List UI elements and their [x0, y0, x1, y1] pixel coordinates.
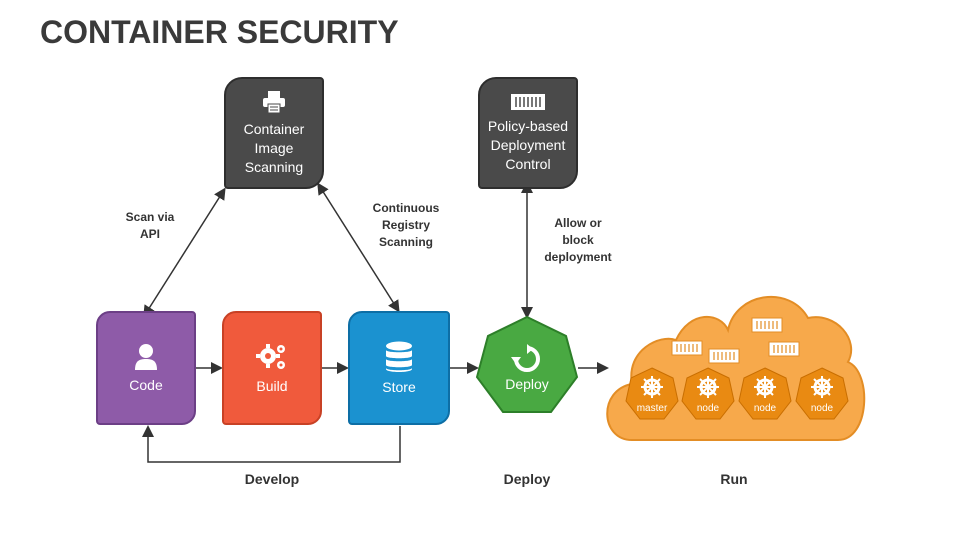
- policy-label-line: Control: [505, 155, 551, 172]
- refresh-icon: [511, 344, 540, 372]
- cloud-node-label: node: [696, 403, 720, 414]
- scanning-label-line: Image: [254, 139, 294, 156]
- policy-label-line: Policy-based: [487, 117, 569, 134]
- note-line: deployment: [544, 250, 612, 264]
- cloud-node-label: node: [753, 403, 777, 414]
- code-label: Code: [129, 377, 163, 393]
- continuous-registry-scanning-note: Continuous Registry Scanning: [360, 200, 452, 251]
- container-image-scanning-box: Container Image Scanning: [224, 77, 324, 189]
- note-line: Scan via: [125, 210, 175, 224]
- note-line: Continuous: [372, 201, 440, 215]
- allow-or-block-note: Allow or block deployment: [536, 215, 620, 266]
- build-box: Build: [222, 311, 322, 425]
- printer-scanner-icon: [263, 90, 285, 113]
- phase-deploy-label: Deploy: [503, 471, 551, 487]
- container-barcode-icon: [511, 93, 545, 110]
- deploy-label: Deploy: [505, 376, 549, 392]
- phase-run-label: Run: [720, 471, 748, 487]
- code-box: Code: [96, 311, 196, 425]
- policy-label-line: Deployment: [490, 136, 566, 153]
- note-line: Registry: [381, 218, 431, 232]
- gears-icon: [256, 344, 285, 369]
- user-icon: [135, 344, 157, 370]
- note-line: Allow or: [554, 216, 602, 230]
- phase-develop-label: Develop: [244, 471, 300, 487]
- policy-deployment-control-box: Policy-based Deployment Control: [478, 77, 578, 189]
- build-label: Build: [256, 378, 288, 394]
- scan-via-api-note: Scan via API: [110, 209, 190, 243]
- cloud-nodes: [625, 367, 849, 420]
- note-line: API: [139, 227, 160, 241]
- note-line: block: [562, 233, 594, 247]
- cloud-node-master-label: master: [636, 403, 668, 414]
- store-box: Store: [348, 311, 450, 425]
- database-icon: [386, 341, 412, 372]
- deploy-box: Deploy: [477, 330, 577, 406]
- cloud-node-label: node: [810, 403, 834, 414]
- scanning-label-line: Scanning: [244, 158, 304, 175]
- container-stacks: [671, 317, 800, 364]
- scanning-label-line: Container: [243, 120, 305, 137]
- store-label: Store: [382, 379, 416, 395]
- note-line: Scanning: [378, 235, 433, 249]
- page-title: CONTAINER SECURITY: [40, 14, 399, 50]
